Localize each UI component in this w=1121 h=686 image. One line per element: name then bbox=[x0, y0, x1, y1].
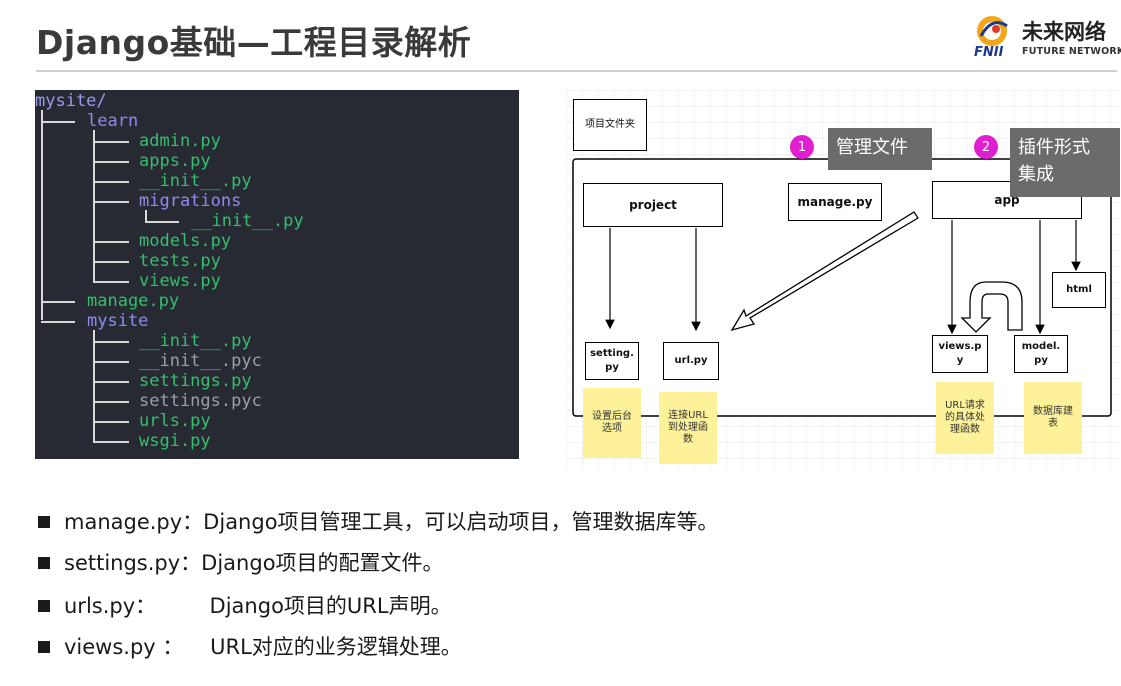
views-py-box: views.p y bbox=[932, 335, 988, 373]
html-box: html bbox=[1052, 272, 1106, 308]
project-box: project bbox=[583, 183, 723, 227]
tree-dir-learn: learn bbox=[87, 111, 139, 131]
tree-guide-line bbox=[41, 301, 75, 303]
note-url: 连接URL 到处理函 数 bbox=[659, 392, 717, 464]
tree-file: settings.py bbox=[139, 371, 252, 391]
tree-guide-line bbox=[145, 210, 147, 222]
note-views: URL请求 的具体处 理函数 bbox=[936, 382, 994, 454]
tree-file: tests.py bbox=[139, 251, 221, 271]
tree-guide-line bbox=[93, 161, 129, 163]
callout-1-badge: 1 bbox=[790, 135, 814, 159]
tree-guide-line bbox=[93, 441, 129, 443]
bullet-square-icon bbox=[38, 600, 50, 612]
url-py-box: url.py bbox=[663, 342, 719, 380]
logo-chinese-name: 未来网络 bbox=[1022, 20, 1106, 44]
project-structure-diagram: 项目文件夹 project manage.py app html setting… bbox=[566, 90, 1120, 468]
bullet-views: views.py ： URL对应的业务逻辑处理。 bbox=[38, 631, 462, 661]
tree-guide-line bbox=[41, 110, 43, 320]
logo-english-name: FUTURE NETWORKS bbox=[1022, 46, 1121, 57]
tree-guide-line bbox=[93, 181, 129, 183]
tree-file: views.py bbox=[139, 271, 221, 291]
tree-guide-line bbox=[41, 321, 75, 323]
tree-file: wsgi.py bbox=[139, 431, 211, 451]
callout-2: 插件形式 集成 bbox=[1010, 128, 1120, 197]
callout-2-badge: 2 bbox=[974, 135, 998, 159]
note-setting: 设置后台 选项 bbox=[583, 388, 641, 458]
bullet-text: settings.py：Django项目的配置文件。 bbox=[64, 551, 444, 575]
bullet-manage: manage.py：Django项目管理工具，可以启动项目，管理数据库等。 bbox=[38, 506, 719, 536]
tree-file: __init__.pyc bbox=[139, 351, 262, 371]
tree-file: __init__.py bbox=[191, 211, 304, 231]
slide-title: Django基础—工程目录解析 bbox=[36, 23, 472, 62]
tree-guide-line bbox=[93, 381, 129, 383]
bullet-square-icon bbox=[38, 557, 50, 569]
tree-dir-mysite: mysite bbox=[87, 311, 149, 331]
title-divider bbox=[36, 70, 1117, 72]
bullet-text: manage.py：Django项目管理工具，可以启动项目，管理数据库等。 bbox=[64, 510, 719, 534]
bullet-urls: urls.py： Django项目的URL声明。 bbox=[38, 590, 452, 620]
bullet-text: urls.py： Django项目的URL声明。 bbox=[64, 594, 452, 618]
tree-guide-line bbox=[93, 330, 95, 441]
setting-py-box: setting. py bbox=[585, 342, 639, 380]
tree-file: settings.pyc bbox=[139, 391, 262, 411]
tree-dir-migrations: migrations bbox=[139, 191, 242, 211]
tree-file-manage: manage.py bbox=[87, 291, 180, 311]
bullet-square-icon bbox=[38, 516, 50, 528]
manage-py-box: manage.py bbox=[788, 183, 882, 221]
tree-guide-line bbox=[93, 130, 95, 281]
tree-file: apps.py bbox=[139, 151, 211, 171]
note-model: 数据库建 表 bbox=[1024, 382, 1082, 454]
app-box: app bbox=[932, 181, 1082, 219]
directory-tree-terminal: mysite/ learn admin.py apps.py __init__.… bbox=[35, 90, 519, 459]
bullet-text: views.py ： URL对应的业务逻辑处理。 bbox=[64, 635, 462, 659]
tree-guide-line bbox=[93, 421, 129, 423]
tree-guide-line bbox=[93, 201, 129, 203]
tree-guide-line bbox=[93, 341, 129, 343]
tree-file: __init__.py bbox=[139, 171, 252, 191]
tree-file: __init__.py bbox=[139, 331, 252, 351]
bullet-square-icon bbox=[38, 641, 50, 653]
project-folder-label: 项目文件夹 bbox=[573, 99, 647, 151]
tree-guide-line bbox=[93, 401, 129, 403]
callout-1: 管理文件 bbox=[828, 128, 932, 170]
logo-fnii-text: FNII bbox=[974, 45, 1004, 60]
tree-guide-line bbox=[93, 281, 129, 283]
tree-guide-line bbox=[93, 141, 129, 143]
tree-root-mysite: mysite/ bbox=[35, 91, 107, 111]
tree-guide-line bbox=[93, 361, 129, 363]
tree-guide-line bbox=[93, 261, 129, 263]
tree-file: models.py bbox=[139, 231, 232, 251]
tree-guide-line bbox=[93, 241, 129, 243]
fnii-logo-icon bbox=[977, 16, 1008, 46]
tree-guide-line bbox=[145, 221, 179, 223]
tree-guide-line bbox=[41, 121, 75, 123]
bullet-settings: settings.py：Django项目的配置文件。 bbox=[38, 547, 444, 577]
model-py-box: model. py bbox=[1014, 335, 1068, 373]
tree-file: admin.py bbox=[139, 131, 221, 151]
tree-file: urls.py bbox=[139, 411, 211, 431]
